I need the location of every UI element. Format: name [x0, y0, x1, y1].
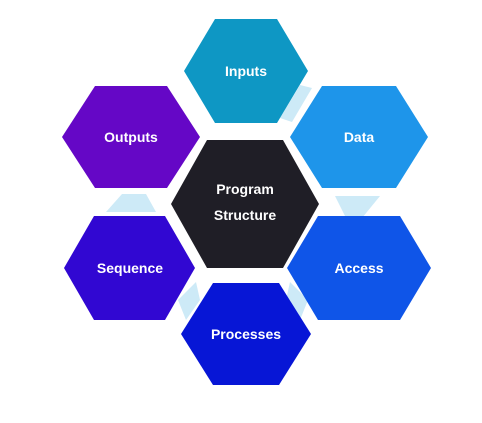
hex-processes: Processes	[181, 283, 311, 385]
hex-center-label-line2: Structure	[214, 207, 276, 223]
hex-data-shape	[290, 86, 428, 188]
hex-inputs-shape	[184, 19, 308, 123]
hex-access-label: Access	[334, 260, 383, 276]
hex-processes-label: Processes	[211, 326, 281, 342]
hex-center-label-line1: Program	[216, 181, 274, 197]
hex-sequence-shape	[64, 216, 195, 320]
hex-outputs: Outputs	[62, 86, 200, 188]
hex-access-shape	[287, 216, 431, 320]
connector-access-processes	[286, 282, 308, 320]
hex-sequence-label: Sequence	[97, 260, 163, 276]
hex-inputs-label: Inputs	[225, 63, 267, 79]
connectors	[106, 85, 380, 320]
hex-outputs-shape	[62, 86, 200, 188]
hex-inputs: Inputs	[184, 19, 308, 123]
hex-center: Program Structure	[171, 140, 319, 268]
connector-inputs-data	[280, 85, 312, 122]
connector-processes-sequence	[178, 282, 200, 320]
hex-processes-shape	[181, 283, 311, 385]
hex-center-shape	[171, 140, 319, 268]
hex-data: Data	[290, 86, 428, 188]
connector-sequence-outputs	[106, 194, 156, 212]
hex-data-label: Data	[344, 129, 375, 145]
hex-outputs-label: Outputs	[104, 129, 158, 145]
hex-sequence: Sequence	[64, 216, 195, 320]
hex-access: Access	[287, 216, 431, 320]
connector-data-access	[335, 196, 380, 218]
